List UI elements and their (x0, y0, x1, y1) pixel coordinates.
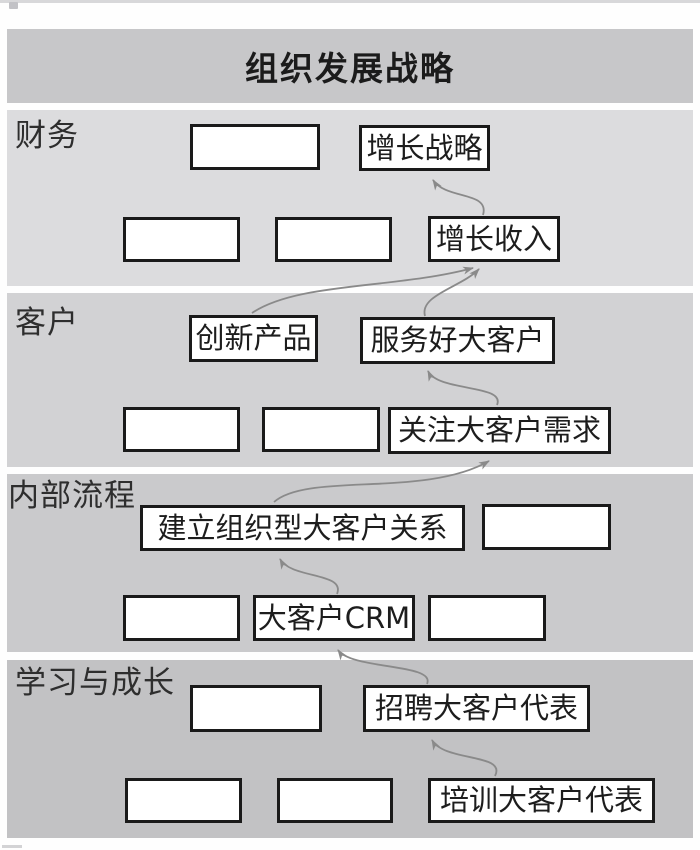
band-label-learning-growth: 学习与成长 (15, 665, 175, 701)
grow-revenue-box: 增长收入 (428, 216, 560, 262)
internal-empty-box-1 (482, 504, 611, 550)
top-edge-strip (0, 0, 700, 3)
recruit-key-account-reps-box: 招聘大客户代表 (363, 685, 590, 732)
band-label-internal-process: 内部流程 (8, 478, 136, 514)
build-org-key-account-relations-box: 建立组织型大客户关系 (140, 505, 465, 551)
band-label-customer: 客户 (15, 305, 79, 341)
band-strategy-header: 组织发展战略 (7, 29, 693, 103)
internal-empty-box-3 (428, 595, 546, 641)
key-account-crm-box: 大客户CRM (253, 595, 415, 641)
growth-strategy-box: 增长战略 (359, 125, 490, 171)
learning-empty-box-1 (190, 685, 322, 732)
finance-empty-box-2 (123, 217, 240, 262)
diagram-title: 组织发展战略 (245, 49, 455, 88)
focus-key-account-needs-box: 关注大客户需求 (388, 407, 611, 454)
learning-empty-box-3 (277, 778, 393, 823)
customer-empty-box-1 (123, 407, 240, 452)
learning-empty-box-2 (125, 778, 242, 823)
serve-key-accounts-box: 服务好大客户 (360, 317, 555, 364)
band-label-finance: 财务 (15, 118, 79, 154)
scan-artifact-mark (9, 2, 18, 9)
customer-empty-box-2 (262, 407, 380, 452)
finance-empty-box-3 (275, 217, 392, 262)
innovate-products-box: 创新产品 (189, 315, 318, 362)
bottom-edge-mark (2, 845, 22, 848)
internal-empty-box-2 (123, 595, 240, 641)
finance-empty-box-1 (190, 124, 320, 170)
train-key-account-reps-box: 培训大客户代表 (428, 778, 655, 823)
